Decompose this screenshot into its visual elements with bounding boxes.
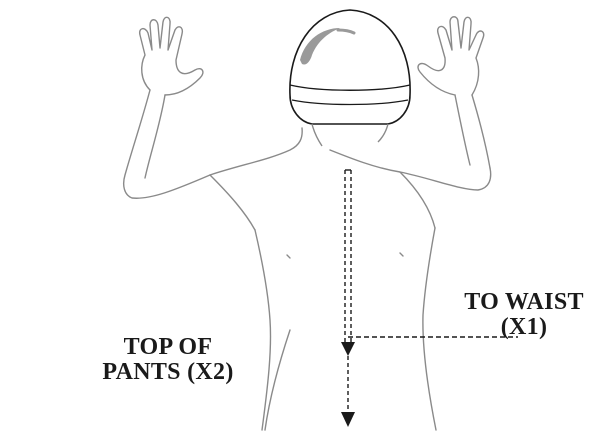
helmet	[290, 10, 410, 146]
to-waist-label-line1: TO WAIST	[440, 290, 608, 315]
right-hand-outline	[418, 17, 484, 95]
top-of-pants-label-line1: TOP OF	[78, 335, 258, 360]
waist-arrow-icon	[341, 342, 355, 356]
to-waist-label-line2: (X1)	[440, 315, 608, 340]
to-waist-label: TO WAIST (X1)	[440, 290, 608, 340]
pants-arrow-icon	[341, 412, 355, 427]
top-of-pants-label-line2: PANTS (X2)	[78, 360, 258, 385]
top-of-pants-label: TOP OF PANTS (X2)	[78, 335, 258, 385]
left-hand-outline	[140, 17, 203, 95]
